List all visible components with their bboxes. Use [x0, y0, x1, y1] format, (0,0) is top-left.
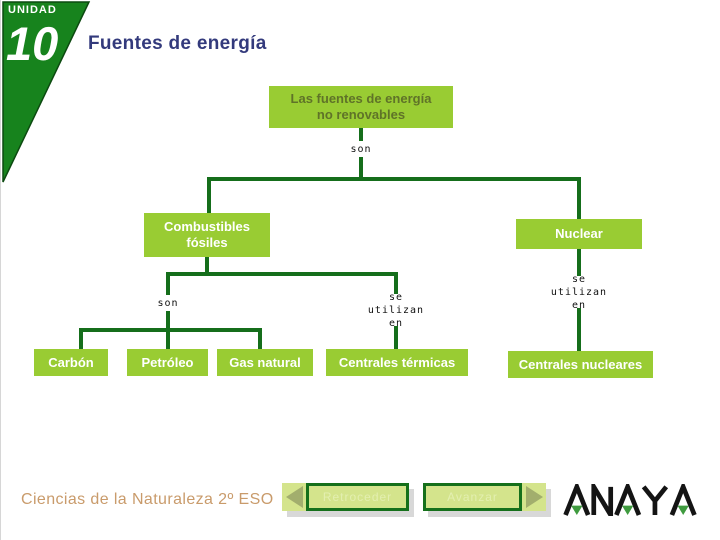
edge-label-se-utilizan-en: se utilizan en: [545, 273, 613, 311]
edge-label-son: son: [339, 141, 383, 157]
connector-line: [166, 328, 170, 350]
node-centrales-termicas: Centrales térmicas: [326, 349, 468, 376]
edge-label-son: son: [146, 295, 190, 311]
edge-label-text: en: [388, 317, 404, 329]
anaya-logo-graphic: [563, 478, 697, 524]
node-fossil-line1: Combustibles: [164, 219, 250, 234]
node-carbon: Carbón: [34, 349, 108, 376]
edge-label-text: se utilizan: [550, 273, 608, 298]
connector-line: [207, 177, 211, 215]
back-arrow-icon[interactable]: [282, 483, 306, 511]
edge-label-text: son: [157, 297, 179, 309]
edge-label-text: son: [350, 143, 372, 155]
forward-button[interactable]: Avanzar: [423, 483, 522, 511]
node-centrales-termicas-label: Centrales térmicas: [338, 354, 456, 370]
node-fossil-line2: fósiles: [186, 235, 228, 250]
node-nuclear: Nuclear: [516, 219, 642, 249]
node-root-line2: no renovables: [316, 107, 406, 122]
node-centrales-nucleares-label: Centrales nucleares: [518, 356, 643, 372]
node-petroleo-label: Petróleo: [141, 354, 194, 370]
connector-line: [79, 328, 83, 350]
node-carbon-label: Carbón: [48, 354, 94, 370]
node-gas-natural-label: Gas natural: [229, 354, 301, 370]
connector-line: [166, 272, 398, 276]
node-centrales-nucleares: Centrales nucleares: [508, 351, 653, 378]
node-root-line1: Las fuentes de energía: [290, 91, 432, 106]
connector-line: [577, 177, 581, 221]
unit-number: 10: [6, 17, 59, 70]
unit-label: UNIDAD: [8, 4, 57, 16]
forward-arrow-icon[interactable]: [522, 483, 546, 511]
page-title: Fuentes de energía: [88, 33, 267, 54]
unit-corner-triangle: [2, 1, 91, 183]
back-nav-group: Retroceder: [282, 483, 409, 511]
edge-label-text: en: [571, 299, 587, 311]
forward-nav-group: Avanzar: [423, 483, 546, 511]
connector-line: [205, 255, 209, 274]
anaya-logo: [558, 478, 718, 524]
node-gas-natural: Gas natural: [217, 349, 313, 376]
edge-label-se-utilizan-en: se utilizan en: [362, 291, 430, 329]
edge-label-text: se utilizan: [367, 291, 425, 316]
connector-line: [258, 328, 262, 350]
course-title: Ciencias de la Naturaleza 2º ESO: [21, 491, 274, 508]
node-root: Las fuentes de energía no renovables: [269, 86, 453, 128]
connector-line: [79, 328, 262, 332]
node-combustibles-fosiles: Combustibles fósiles: [144, 213, 270, 257]
node-petroleo: Petróleo: [127, 349, 208, 376]
node-nuclear-label: Nuclear: [555, 226, 603, 241]
back-button[interactable]: Retroceder: [306, 483, 409, 511]
connector-line: [207, 177, 581, 181]
